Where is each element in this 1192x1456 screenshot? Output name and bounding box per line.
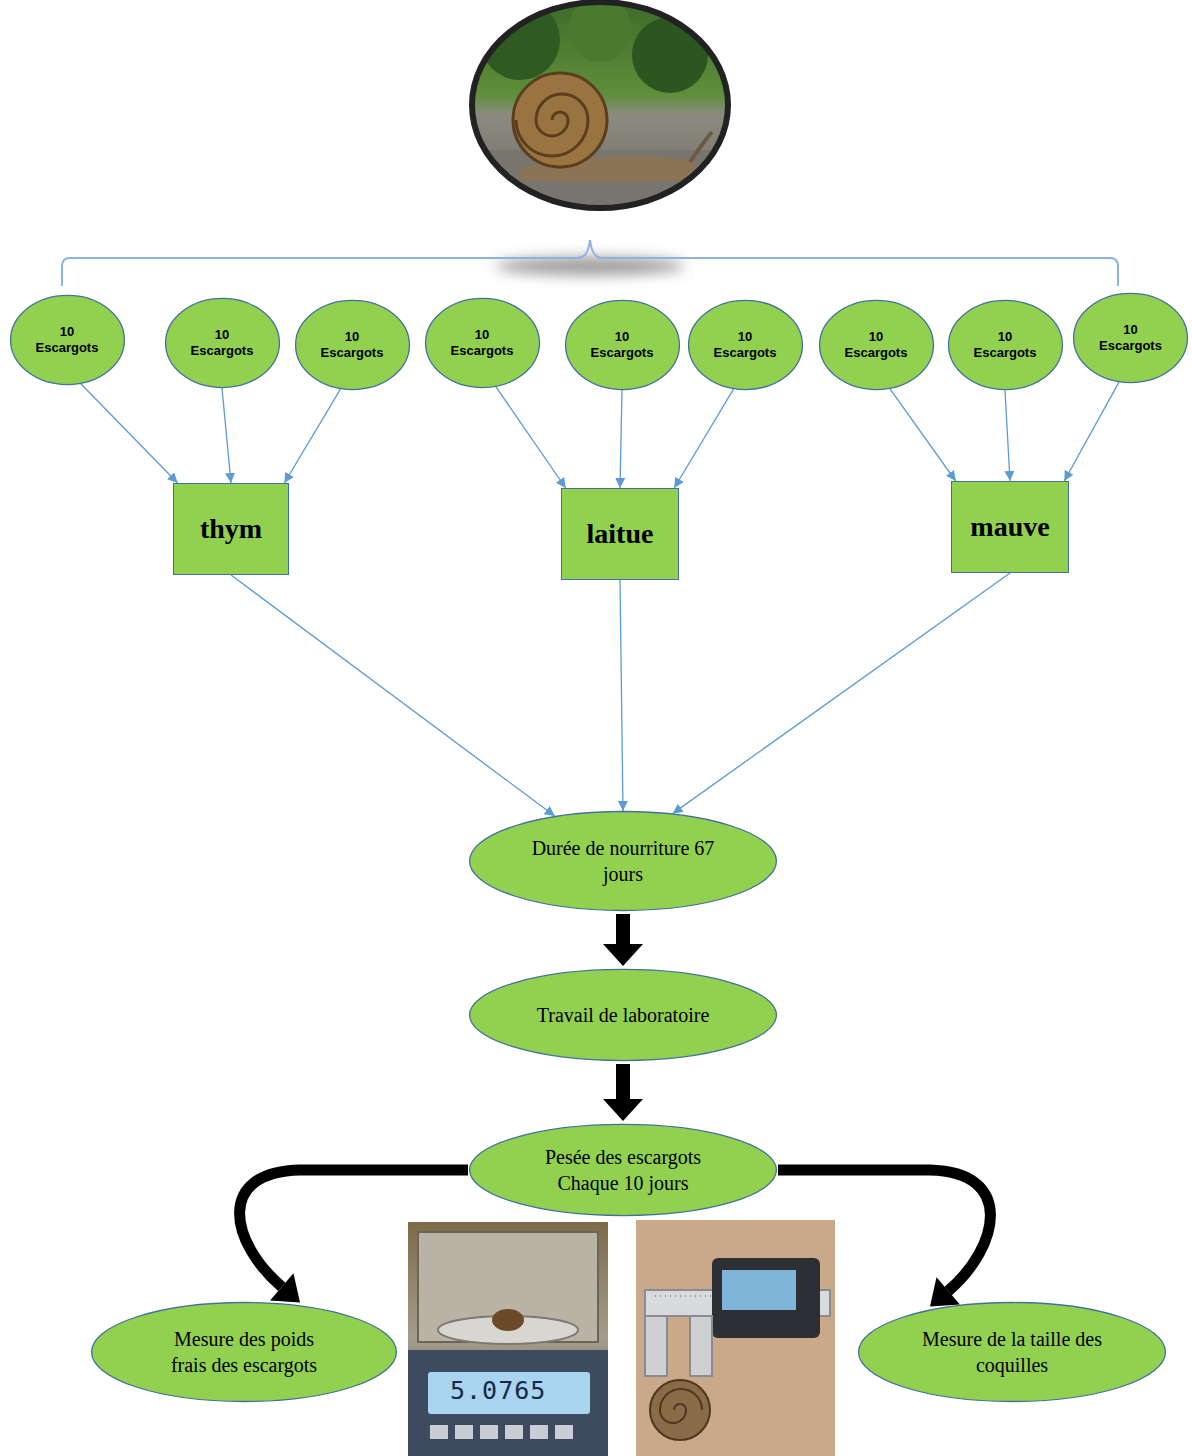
ellipse-outline (857, 1302, 1167, 1402)
group-circle: 10 Escargots (819, 300, 934, 390)
step-ellipse: Travail de laboratoire (468, 969, 778, 1061)
node-text: 10 Escargots (36, 324, 99, 357)
connector (231, 575, 555, 816)
connector (1005, 390, 1010, 481)
connector (778, 1170, 990, 1307)
node-text: 10 Escargots (191, 327, 254, 360)
node-text: 10 Escargots (451, 327, 514, 360)
ellipse-outline (468, 811, 778, 911)
group-circle: 10 Escargots (948, 300, 1063, 390)
group-circle: 10 Escargots (165, 298, 280, 388)
node-text: Travail de laboratoire (537, 1002, 710, 1028)
food-box: laitue (561, 488, 679, 580)
node-text: 10 Escargots (1099, 322, 1162, 355)
scale-photo (408, 1222, 608, 1456)
node-text: 10 Escargots (845, 329, 908, 362)
group-circle: 10 Escargots (425, 298, 540, 388)
group-circle: 10 Escargots (565, 300, 680, 390)
node-text: 10 Escargots (321, 329, 384, 362)
food-box: mauve (951, 481, 1069, 573)
node-text: Pesée des escargots Chaque 10 jours (523, 1144, 723, 1196)
node-text: laitue (587, 519, 654, 550)
scale-reading: 5.0765 (450, 1376, 546, 1405)
node-text: 10 Escargots (714, 329, 777, 362)
node-text: 10 Escargots (974, 329, 1037, 362)
snail-photo (470, 0, 740, 220)
connector (620, 580, 623, 811)
ellipse-outline (90, 1302, 398, 1402)
connector (620, 390, 622, 488)
node-text: Mesure des poids frais des escargots (154, 1326, 334, 1378)
group-circle: 10 Escargots (295, 300, 410, 390)
step-ellipse: Mesure des poids frais des escargots (90, 1302, 398, 1402)
node-text: thym (200, 514, 262, 545)
connector (674, 389, 733, 488)
step-ellipse: Durée de nourriture 67 jours (468, 811, 778, 911)
bracket (62, 240, 1118, 286)
connector (1064, 382, 1119, 481)
connector (240, 1170, 468, 1302)
ellipse-outline (468, 1124, 778, 1216)
connector (890, 389, 956, 481)
connector (222, 388, 231, 483)
step-ellipse: Pesée des escargots Chaque 10 jours (468, 1124, 778, 1216)
node-text: 10 Escargots (591, 329, 654, 362)
node-text: Mesure de la taille des coquilles (922, 1326, 1102, 1378)
connector (496, 387, 566, 488)
caliper-photo (636, 1220, 835, 1456)
node-text: mauve (970, 512, 1049, 543)
group-circle: 10 Escargots (688, 300, 803, 390)
group-circle: 10 Escargots (1073, 293, 1188, 383)
connector (284, 389, 340, 483)
group-circle: 10 Escargots (10, 295, 125, 385)
step-ellipse: Mesure de la taille des coquilles (857, 1302, 1167, 1402)
connector (673, 573, 1010, 814)
connector (603, 914, 643, 966)
bracket-shadow (495, 257, 685, 275)
connector (603, 1064, 643, 1121)
node-text: Durée de nourriture 67 jours (523, 835, 723, 887)
food-box: thym (173, 483, 289, 575)
connector (81, 384, 178, 483)
